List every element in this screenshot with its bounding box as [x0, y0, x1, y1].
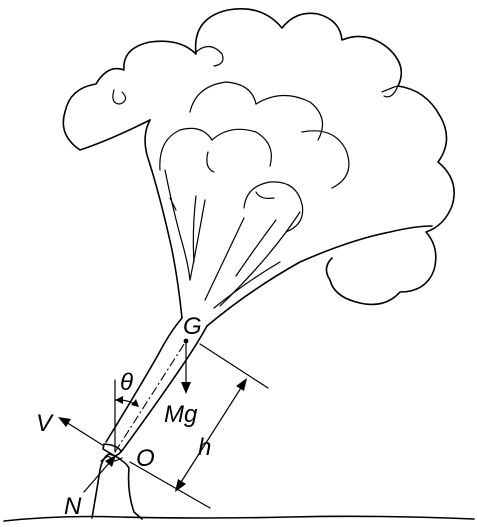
- tree-canopy: [62, 8, 455, 306]
- label-weight: Mg: [164, 401, 198, 428]
- distance-h-dimension: [129, 343, 269, 509]
- center-of-gravity-dot: [183, 338, 189, 344]
- trunk-axis-line: [114, 337, 189, 453]
- weight-arrow: [181, 341, 191, 394]
- angle-theta-arc: [114, 396, 139, 407]
- label-horizontal-force: V: [36, 410, 54, 437]
- label-distance-h: h: [198, 434, 211, 461]
- label-pivot-o: O: [136, 445, 155, 472]
- tree-branches: [144, 119, 433, 327]
- tree-stump: [91, 453, 143, 520]
- normal-force-arrow: [83, 455, 116, 493]
- label-normal-force: N: [64, 493, 82, 520]
- horizontal-force-arrow: [58, 417, 105, 447]
- ground-line: [3, 515, 475, 522]
- label-angle-theta: θ: [120, 369, 133, 396]
- label-center-of-gravity: G: [183, 313, 202, 340]
